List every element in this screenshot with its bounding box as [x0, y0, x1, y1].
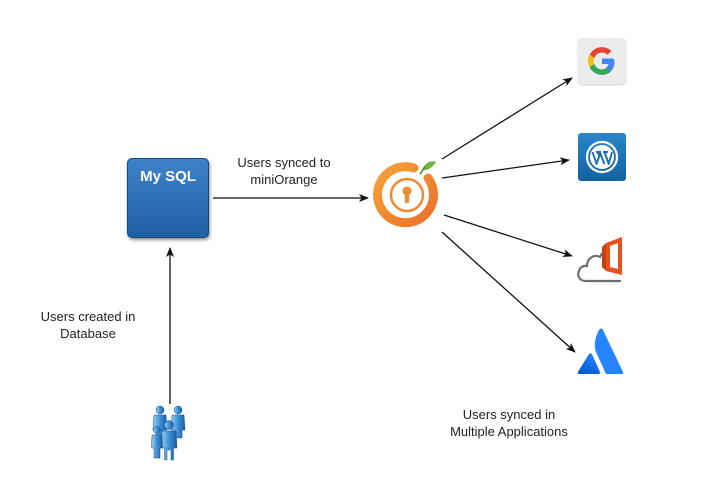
users-group-icon: [151, 405, 186, 461]
arrow-miniorange-to-atlassian: [441, 231, 576, 353]
atlassian-icon: [577, 328, 624, 374]
mysql-label: My SQL: [140, 168, 196, 185]
label-users-created: Users created in Database: [40, 309, 136, 341]
arrow-miniorange-to-wordpress: [441, 157, 570, 179]
mysql-database-node: My SQL: [127, 158, 209, 238]
arrow-miniorange-to-google: [441, 77, 573, 160]
wordpress-icon: [578, 133, 626, 181]
miniorange-logo-icon: [373, 161, 439, 228]
arrow-miniorange-to-office: [443, 214, 573, 258]
google-icon: [578, 38, 626, 84]
label-users-synced-miniorange: Users synced to miniOrange: [237, 155, 331, 187]
office365-cloud-icon: [577, 237, 622, 283]
label-users-synced-multiple: Users synced in Multiple Applications: [450, 407, 568, 439]
